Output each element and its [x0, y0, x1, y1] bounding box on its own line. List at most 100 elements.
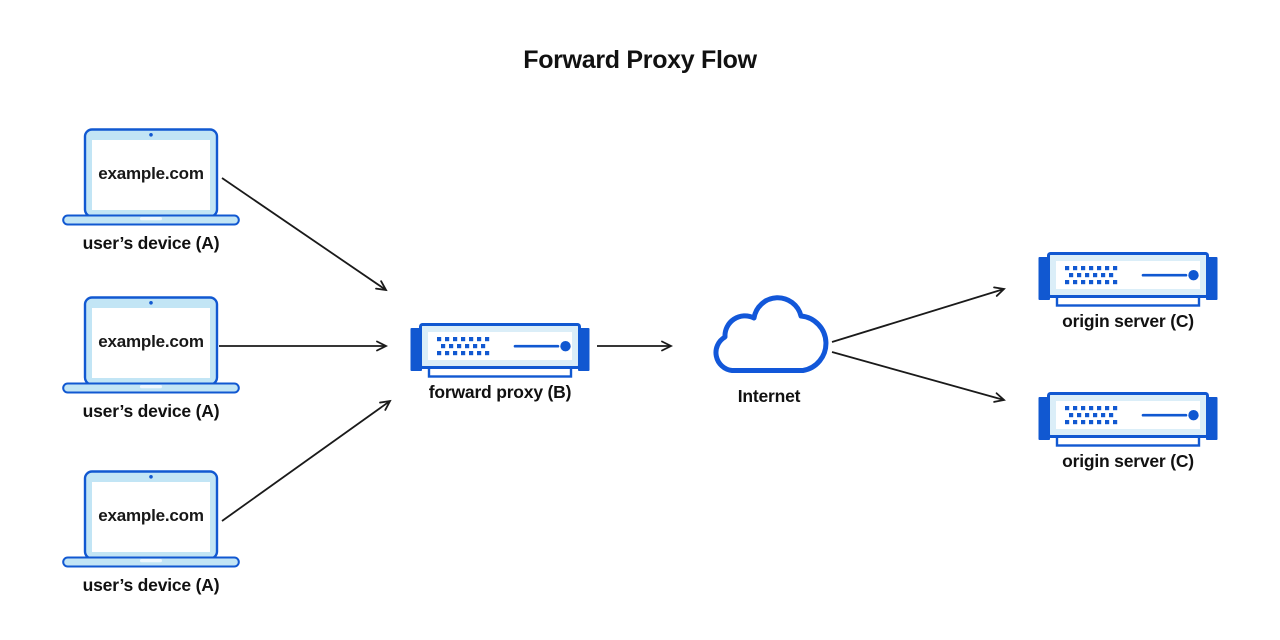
internet-label: Internet [737, 386, 801, 406]
vent-dot [445, 337, 450, 342]
vent-dot [477, 337, 482, 342]
vent-dot [1073, 266, 1078, 271]
proxy-label: forward proxy (B) [428, 382, 572, 402]
diagram-title: Forward Proxy Flow [523, 46, 757, 74]
vent-dot [1101, 413, 1106, 418]
vent-dot [461, 351, 466, 356]
laptop-base-notch [140, 559, 162, 563]
vent-dot [437, 337, 442, 342]
vent-dot [1069, 413, 1074, 418]
vent-dot [1081, 406, 1086, 411]
vent-dot [481, 344, 486, 349]
vent-dot [469, 351, 474, 356]
vent-dot [437, 351, 442, 356]
vent-dot [1097, 420, 1102, 425]
server-led [560, 341, 571, 352]
vent-dot [1113, 280, 1118, 285]
vent-dot [1097, 280, 1102, 285]
vent-dot [1109, 273, 1114, 278]
vent-dot [1081, 266, 1086, 271]
vent-dot [1109, 413, 1114, 418]
vent-dot [457, 344, 462, 349]
vent-dot [1097, 406, 1102, 411]
vent-dot [1085, 273, 1090, 278]
vent-dot [1077, 413, 1082, 418]
device-label: user’s device (A) [82, 233, 220, 253]
vent-dot [453, 337, 458, 342]
vent-dot [485, 351, 490, 356]
vent-dot [1073, 406, 1078, 411]
device-label: user’s device (A) [82, 401, 220, 421]
laptop-camera-dot [149, 475, 153, 479]
device-screen-text: example.com [98, 506, 204, 525]
vent-dot [1089, 266, 1094, 271]
vent-dot [465, 344, 470, 349]
device-label: user’s device (A) [82, 575, 220, 595]
origin-label: origin server (C) [1062, 311, 1194, 331]
vent-dot [1089, 420, 1094, 425]
cloud-icon [713, 295, 829, 373]
edge-device-1-to-proxy [221, 177, 386, 290]
server-led [1188, 410, 1199, 421]
vent-dot [1093, 413, 1098, 418]
vent-dot [1113, 266, 1118, 271]
vent-dot [1089, 280, 1094, 285]
vent-dot [1097, 266, 1102, 271]
vent-dot [485, 337, 490, 342]
vent-dot [1081, 420, 1086, 425]
vent-dot [441, 344, 446, 349]
laptop-camera-dot [149, 301, 153, 305]
vent-dot [1077, 273, 1082, 278]
vent-dot [1065, 420, 1070, 425]
server-led [1188, 270, 1199, 281]
edge-internet-to-origin-1 [831, 289, 1004, 343]
laptop-icon [62, 470, 240, 568]
vent-dot [1085, 413, 1090, 418]
cloud-outline [713, 295, 829, 373]
vent-dot [1069, 273, 1074, 278]
vent-dot [1101, 273, 1106, 278]
server-vents-icon [1065, 406, 1118, 425]
server-icon [1038, 392, 1218, 447]
vent-dot [1113, 420, 1118, 425]
origin-server-node-1: origin server (C) [1038, 252, 1218, 331]
vent-dot [477, 351, 482, 356]
origin-server-node-2: origin server (C) [1038, 392, 1218, 471]
user-device-node-1: example.com user’s device (A) [62, 128, 240, 253]
laptop-camera-dot [149, 133, 153, 137]
vent-dot [1065, 266, 1070, 271]
vent-dot [1073, 280, 1078, 285]
vent-dot [469, 337, 474, 342]
server-vents-icon [437, 337, 490, 356]
device-screen-text: example.com [98, 332, 204, 351]
user-device-node-3: example.com user’s device (A) [62, 470, 240, 595]
vent-dot [1093, 273, 1098, 278]
vent-dot [453, 351, 458, 356]
laptop-screen [92, 308, 210, 378]
vent-dot [1105, 280, 1110, 285]
internet-node: Internet [702, 290, 836, 406]
device-screen-text: example.com [98, 164, 204, 183]
vent-dot [461, 337, 466, 342]
vent-dot [1081, 280, 1086, 285]
edge-internet-to-origin-2 [831, 351, 1004, 400]
vent-dot [1065, 406, 1070, 411]
server-icon [1038, 252, 1218, 307]
laptop-screen [92, 482, 210, 552]
vent-dot [1073, 420, 1078, 425]
origin-label: origin server (C) [1062, 451, 1194, 471]
vent-dot [1113, 406, 1118, 411]
vent-dot [1105, 406, 1110, 411]
vent-dot [445, 351, 450, 356]
laptop-base-notch [140, 217, 162, 221]
laptop-icon [62, 128, 240, 226]
user-device-node-2: example.com user’s device (A) [62, 296, 240, 421]
laptop-base-notch [140, 385, 162, 389]
vent-dot [1105, 420, 1110, 425]
vent-dot [1065, 280, 1070, 285]
laptop-icon [62, 296, 240, 394]
laptop-screen [92, 140, 210, 210]
vent-dot [449, 344, 454, 349]
